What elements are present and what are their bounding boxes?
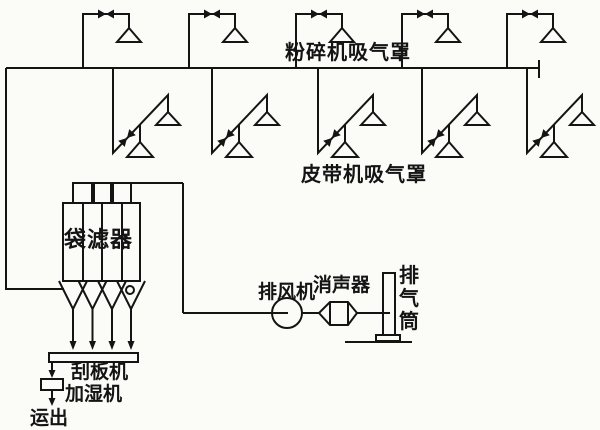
humidifier-chain [40,362,64,406]
belt-hood-branch [212,68,279,157]
exhaust-stack-symbol [345,272,412,343]
belt-hood-branch [422,68,489,157]
belt-hood-branch [113,68,180,157]
exhaust-stack-label: 排气筒 [399,263,419,333]
belt-hood-branch [318,68,385,157]
bag-filter-label: 袋滤器 [64,228,134,253]
humidifier-symbol [40,378,64,391]
crusher-hood-branch [189,10,247,69]
filter-vent-circle [125,285,135,295]
filter-hoppers [58,280,146,350]
exhaust-fan-label: 排风机 [258,281,316,303]
discharge-arrowheads [69,341,135,350]
transport-out-label: 运出 [30,407,69,429]
scraper-conveyor-symbol [48,352,139,363]
crusher-hoods-label: 粉碎机吸气罩 [285,40,411,64]
silencer-label: 消声器 [313,274,371,296]
belt-hoods-label: 皮带机吸气罩 [301,162,427,186]
crusher-hood-branch [507,10,565,69]
bag-filter-symbol [58,182,183,350]
humidifier-label: 加湿机 [65,383,123,405]
belt-hood-branches [113,68,594,157]
belt-hood-branch [527,68,594,157]
scraper-conveyor-label: 刮板机 [71,361,129,383]
main-duct-lines [5,60,540,290]
silencer-symbol [317,301,359,326]
crusher-hood-branch [83,10,141,69]
